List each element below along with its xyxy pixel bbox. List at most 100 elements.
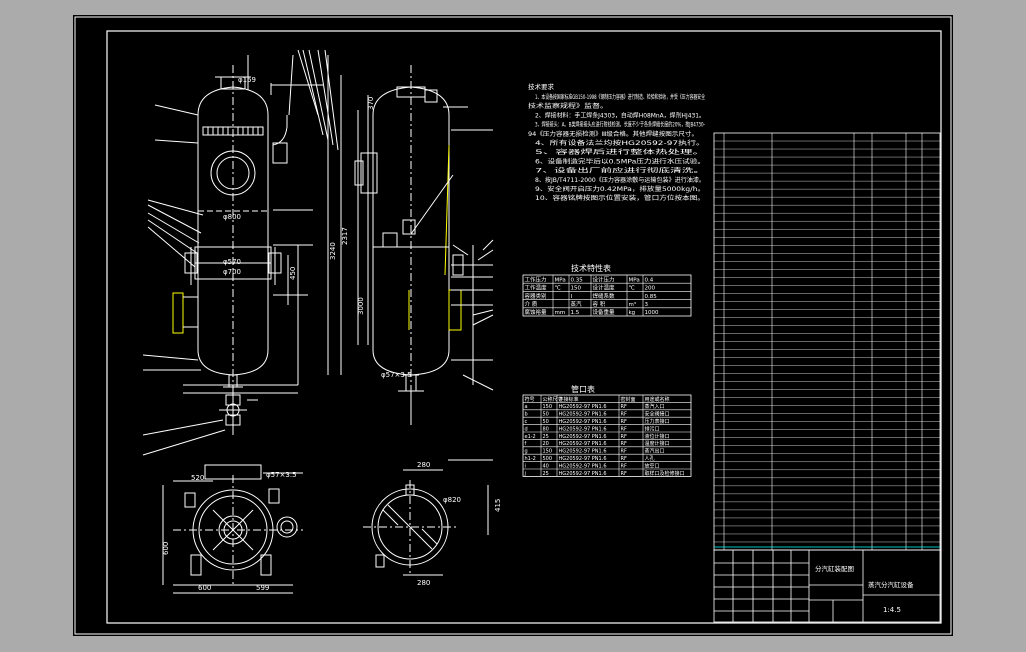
tech-table-cell: 1000 [645, 310, 659, 316]
nozzle-table-cell: RF [621, 426, 627, 432]
dim-d5: φ57×3.5 [381, 371, 412, 379]
dim-d7: φ820 [443, 496, 461, 504]
nozzle-table-cell: RF [621, 471, 627, 477]
tech-table-cell: 设备重量 [593, 308, 616, 316]
title-block [713, 549, 941, 623]
tech-req-line: 1、本设备按国家标准GB150-1998《钢制压力容器》进行制造、检验和验收，并… [535, 93, 705, 101]
nozzle-table-cell: i [525, 463, 526, 469]
nozzle-table-cell: 温度计接口 [645, 440, 670, 447]
tech-table-cell: 0.4 [645, 277, 654, 283]
nozzle-table-cell: HG20592-97 PN1.6 [559, 426, 607, 432]
dim-w6: 520 [191, 474, 204, 482]
nozzle-table-cell: g [525, 449, 528, 455]
nozzle-table-cell: RF [621, 412, 627, 418]
nozzle-table-cell: RF [621, 441, 627, 447]
nozzle-table-cell: HG20592-97 PN1.6 [559, 404, 607, 410]
drawing-canvas: φ159 φ800 φ570 φ700 [74, 16, 952, 635]
nozzle-table-cell: HG20592-97 PN1.6 [559, 434, 607, 440]
tech-table-cell: 150 [571, 286, 582, 292]
tech-req-line: 6、设备制造完毕后以0.5MPa压力进行水压试验。 [535, 157, 705, 165]
tech-table-cell: 介 质 [525, 300, 538, 308]
nozzle-table-cell: 20 [543, 441, 549, 447]
nozzle-table-cell: e1-2 [525, 434, 536, 440]
nozzle-table-header-cell: 密封面 [621, 396, 636, 403]
nozzle-table-cell: 150 [543, 449, 553, 455]
nozzle-table-cell: RF [621, 463, 627, 469]
nozzle-table-cell: HG20592-97 PN1.6 [559, 456, 607, 462]
parts-list [713, 132, 941, 551]
tech-table-cell: 容器类别 [525, 292, 547, 300]
nozzle-table-cell: 25 [543, 434, 549, 440]
dim-d2: φ800 [223, 213, 241, 221]
nozzle-table-cell: d [525, 426, 528, 432]
nozzle-table-cell: 人孔 [645, 455, 655, 462]
nozzle-table-cell: 排污口 [645, 425, 660, 432]
nozzle-table-title: 管口表 [571, 384, 595, 394]
nozzle-table-cell: RF [621, 419, 627, 425]
nozzle-table-cell: HG20592-97 PN1.6 [559, 441, 607, 447]
nozzle-table-cell: h1-2 [525, 456, 536, 462]
nozzle-table-header-cell: 公称尺寸 [543, 396, 563, 403]
tech-req-line: 10、容器铭牌按图示位置安装，管口方位按本图。 [535, 194, 705, 202]
nozzle-table-cell: 取样口及检修接口 [645, 470, 685, 477]
dim-w3: 280 [417, 461, 430, 469]
tech-table-cell: 腐蚀裕量 [525, 308, 548, 316]
tech-char-title: 技术特性表 [571, 263, 611, 273]
tech-table-cell: 3 [645, 302, 649, 308]
drawing-sheet[interactable]: φ159 φ800 φ570 φ700 [73, 15, 953, 636]
tech-table-cell: MPa [629, 277, 640, 283]
tech-table-cell: MPa [555, 277, 566, 283]
nozzle-table-cell: RF [621, 449, 627, 455]
tech-table-cell: 工作温度 [525, 284, 548, 292]
dim-w7: 600 [162, 542, 170, 555]
nozzle-table-cell: 80 [543, 426, 549, 432]
tech-req-line: 3、焊接接头：A、B类焊接接头应进行射线检测，长度不少于各条焊缝长度的20%，按… [535, 121, 705, 129]
tech-table-cell: 蒸汽 [571, 300, 583, 308]
tech-table-cell: 200 [645, 286, 656, 292]
nozzle-table-cell: 150 [543, 404, 553, 410]
side-view [327, 55, 494, 425]
tech-req-line: 技术监察规程》监督。 [528, 102, 608, 110]
tech-req-line: 9、安全阀开启压力0.42MPa，排放量5000kg/h。 [535, 185, 705, 193]
dim-h4: 370 [367, 97, 375, 110]
tech-table-frame [522, 274, 692, 317]
company-name: 蒸汽分汽缸设备 [868, 580, 914, 589]
nozzle-table-cell: HG20592-97 PN1.6 [559, 471, 607, 477]
nozzle-table-cell: 蒸汽入口 [645, 403, 665, 410]
nozzle-table-cell: RF [621, 404, 627, 410]
dim-d6: φ57×3.5 [266, 471, 297, 479]
tech-table-cell: mm [555, 310, 566, 316]
tech-table-cell: kg [629, 310, 636, 316]
dim-w1: 600 [198, 584, 211, 592]
nozzle-table-cell: j [524, 471, 526, 477]
nozzle-table-cell: 压力表接口 [645, 418, 670, 425]
tech-req-line: 94《压力容器无损检测》Ⅲ级合格。其他焊缝按图示尺寸。 [528, 130, 698, 138]
dim-h5: 450 [289, 267, 297, 280]
tech-req-line: 7、设备出厂前应进行彻底清洗。 [535, 167, 705, 175]
dim-h2: 2317 [341, 227, 349, 245]
nozzle-table-cell: 500 [543, 456, 553, 462]
nozzle-table-cell: f [525, 441, 527, 447]
tech-table-cell: 工作压力 [525, 275, 547, 283]
plan-view-left [162, 464, 303, 594]
tech-req-line: 4、所有设备法兰均按HG20592-97执行。 [535, 139, 705, 147]
nozzle-table-cell: 25 [543, 471, 549, 477]
nozzle-table-cell: HG20592-97 PN1.6 [559, 449, 607, 455]
nozzle-table-cell: 40 [543, 463, 549, 469]
dim-w5: 415 [494, 499, 502, 512]
tech-req-line: 2、焊接材料：手工焊条J4303，自动焊H08MnA，焊剂HJ431。 [535, 111, 705, 119]
dim-d4: φ700 [223, 268, 241, 276]
dim-h3: 3000 [357, 297, 365, 315]
tech-table-cell: 设计压力 [593, 275, 615, 283]
dim-d1: φ159 [238, 76, 256, 84]
tech-table-cell: 焊缝系数 [593, 292, 616, 300]
tech-requirements: 技术要求1、本设备按国家标准GB150-1998《钢制压力容器》进行制造、检验和… [528, 82, 705, 202]
tech-table-cell: 1.5 [571, 310, 580, 316]
nozzle-table-cell: HG20592-97 PN1.6 [559, 412, 607, 418]
nozzle-table-cell: 50 [543, 419, 549, 425]
tech-table-cell: 0.85 [645, 294, 658, 300]
tech-req-line: 5、容器焊后进行整体热处理。 [535, 148, 705, 156]
